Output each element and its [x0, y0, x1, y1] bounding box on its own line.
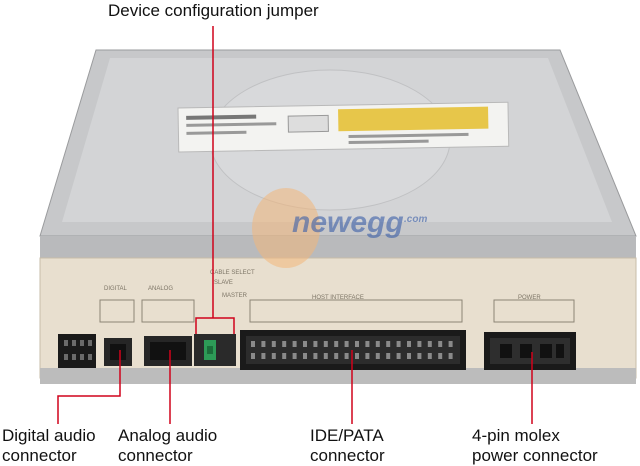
ide-pin	[386, 341, 391, 347]
ide-pin	[344, 353, 349, 359]
label-ide-line1: IDE/PATA	[310, 426, 384, 445]
config-jumper-header	[194, 334, 236, 366]
ide-pin	[438, 341, 443, 347]
molex-power-connector	[484, 332, 576, 370]
host-panel-box	[249, 299, 463, 323]
panel-text-power: POWER	[518, 295, 541, 301]
panel-text-master: MASTER	[222, 293, 248, 299]
drive-side-strip	[40, 236, 636, 258]
ide-pin	[438, 353, 443, 359]
label-digital-line1: Digital audio	[2, 426, 96, 445]
ide-pin	[355, 341, 359, 347]
callout-bracket-jumper	[195, 317, 235, 334]
ide-pin	[396, 341, 401, 347]
ide-pin	[407, 353, 411, 359]
ide-pin	[448, 353, 453, 359]
ide-pin	[313, 341, 318, 347]
ide-pin	[427, 353, 432, 359]
ide-pin	[396, 353, 401, 359]
watermark-suffix: .com	[404, 214, 427, 225]
ide-pin	[261, 341, 266, 347]
ide-pin	[375, 353, 380, 359]
product-label	[177, 101, 510, 153]
ide-connector	[240, 330, 466, 370]
ide-pin	[344, 341, 349, 347]
watermark-brand: newegg	[292, 206, 404, 239]
rear-bezel-shadow	[40, 368, 636, 384]
label-ide-line2: connector	[310, 446, 385, 465]
ide-pin	[261, 353, 266, 359]
ide-pin	[303, 353, 307, 359]
ide-pin	[417, 353, 422, 359]
label-molex-power-connector: 4-pin molex power connector	[472, 426, 598, 466]
ide-pin	[386, 353, 391, 359]
ide-pin	[417, 341, 422, 347]
ide-pin	[365, 341, 370, 347]
label-digital-line2: connector	[2, 446, 77, 465]
callout-lines	[57, 26, 533, 424]
label-molex-line2: power connector	[472, 446, 598, 465]
newegg-watermark: newegg .com	[252, 188, 427, 268]
ide-pin	[323, 341, 328, 347]
panel-text-cable-select: CABLE SELECT	[210, 270, 255, 276]
ide-pin	[292, 353, 297, 359]
ide-pin	[303, 341, 307, 347]
label-ide-pata-connector: IDE/PATA connector	[310, 426, 385, 466]
ide-pin	[427, 341, 432, 347]
panel-text-digital: DIGITAL	[104, 286, 128, 292]
ide-pin	[334, 353, 339, 359]
ide-pin	[271, 341, 276, 347]
digital-panel-box	[99, 299, 135, 323]
label-molex-line1: 4-pin molex	[472, 426, 560, 445]
label-device-configuration-jumper: Device configuration jumper	[108, 1, 319, 20]
callout-line-digital	[57, 350, 121, 424]
ide-pin	[313, 353, 318, 359]
label-analog-line2: connector	[118, 446, 193, 465]
label-analog-audio-connector: Analog audio connector	[118, 426, 217, 466]
ide-pin	[292, 341, 297, 347]
ide-pin	[375, 341, 380, 347]
ide-pin	[251, 353, 255, 359]
panel-text-slave: SLAVE	[214, 280, 233, 286]
panel-text-analog: ANALOG	[148, 286, 173, 292]
ide-pin	[448, 341, 453, 347]
ide-pin	[365, 353, 370, 359]
analog-panel-box	[141, 299, 195, 323]
ide-pin	[355, 353, 359, 359]
power-panel-box	[493, 299, 575, 323]
ide-pin	[282, 341, 287, 347]
ide-pin	[323, 353, 328, 359]
digital-audio-port	[58, 334, 96, 368]
analog-audio-header	[144, 336, 192, 366]
ide-pin	[407, 341, 411, 347]
panel-text-host-interface: HOST INTERFACE	[312, 295, 364, 301]
digital-audio-header	[104, 338, 132, 366]
ide-pin	[271, 353, 276, 359]
label-digital-audio-connector: Digital audio connector	[2, 426, 96, 466]
ide-pin	[334, 341, 339, 347]
label-analog-line1: Analog audio	[118, 426, 218, 445]
ide-pin	[282, 353, 287, 359]
ide-pin	[251, 341, 255, 347]
